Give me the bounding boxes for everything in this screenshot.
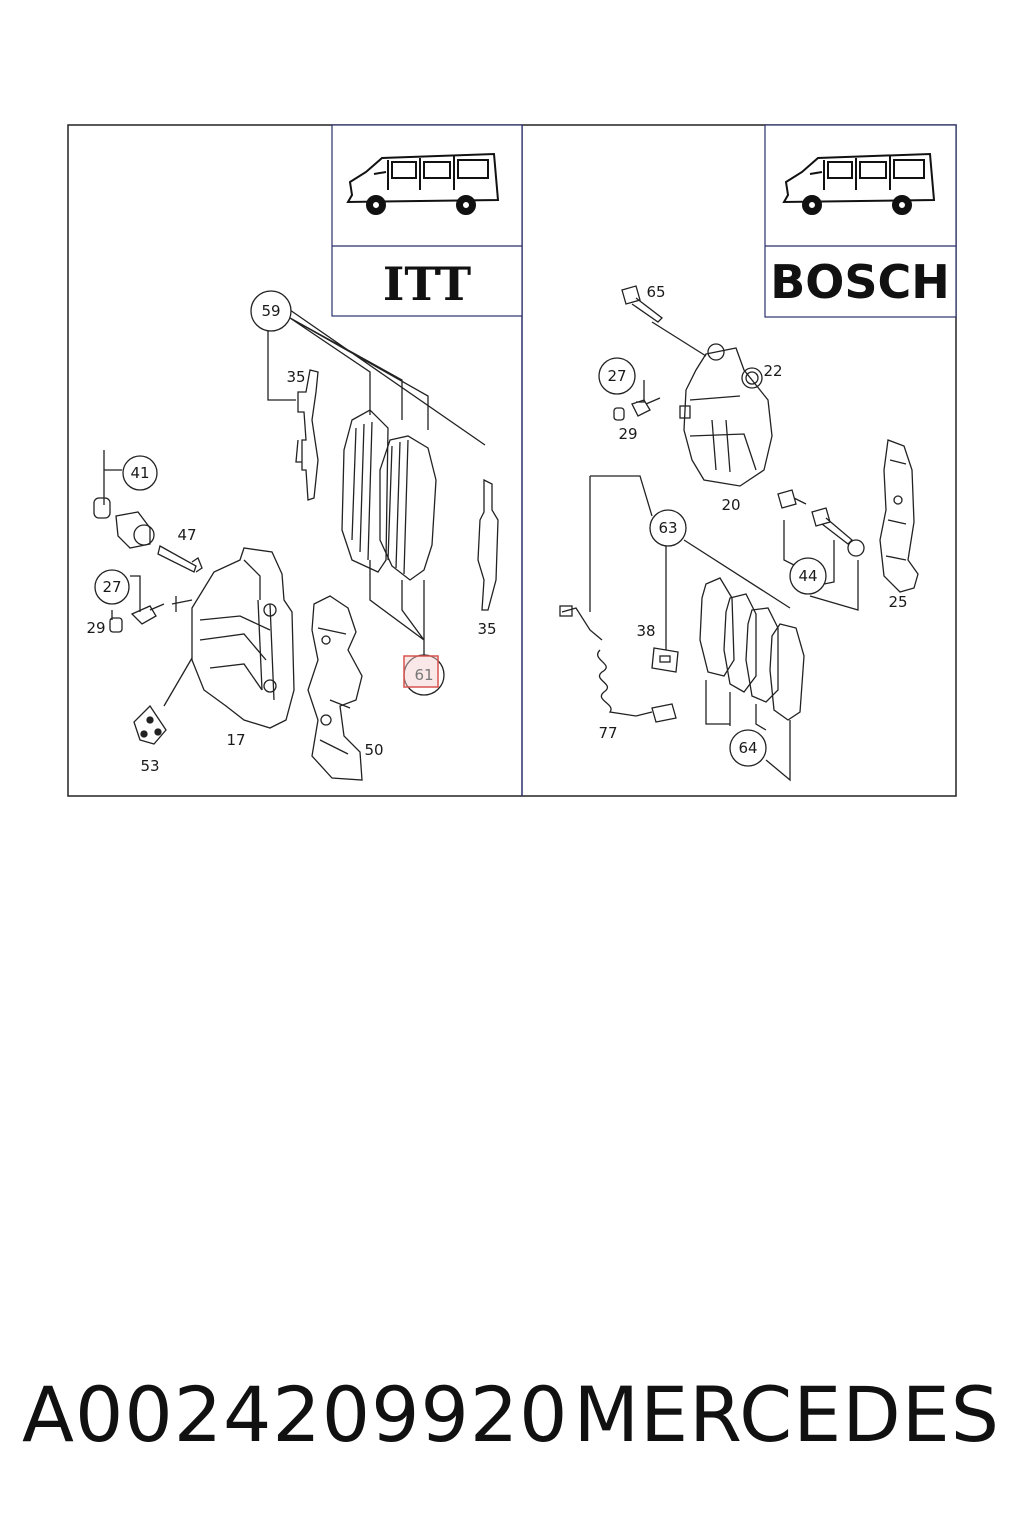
seal-ring bbox=[741, 367, 763, 389]
callout-35-right: 35 bbox=[477, 620, 496, 638]
svg-text:27: 27 bbox=[102, 578, 121, 596]
callout-20: 20 bbox=[721, 496, 740, 514]
bleeder-screw bbox=[130, 603, 165, 625]
svg-text:41: 41 bbox=[130, 464, 149, 482]
brake-pad-bosch-1 bbox=[699, 577, 735, 677]
leader-61 bbox=[369, 560, 425, 656]
bleeder-screw-bosch bbox=[631, 397, 661, 417]
retaining-spring-left bbox=[297, 369, 319, 501]
manufacturer-name: MERCEDES bbox=[573, 1370, 1000, 1459]
retaining-spring-right bbox=[477, 478, 499, 611]
svg-text:53: 53 bbox=[140, 757, 159, 775]
bleeder-cap-bosch bbox=[613, 407, 625, 421]
callout-29-right: 29 bbox=[618, 425, 637, 443]
callout-63: 63 bbox=[649, 509, 687, 547]
bosch-parts bbox=[559, 285, 919, 782]
callout-53: 53 bbox=[140, 757, 159, 775]
callout-61-highlight bbox=[403, 655, 439, 688]
callout-29-left: 29 bbox=[86, 619, 105, 637]
svg-text:27: 27 bbox=[607, 367, 626, 385]
brake-pad-bosch-3 bbox=[745, 607, 779, 703]
leader-59 bbox=[267, 309, 486, 446]
callout-27-left: 27 bbox=[94, 569, 130, 605]
guide-pin bbox=[157, 545, 203, 573]
callout-59: 59 bbox=[250, 290, 292, 332]
callout-27-right: 27 bbox=[598, 357, 636, 395]
callout-77: 77 bbox=[598, 724, 617, 742]
bleeder-cap bbox=[109, 617, 123, 633]
brake-pad-inner bbox=[379, 435, 437, 581]
bushing-sleeve bbox=[115, 511, 151, 549]
wear-sensor bbox=[561, 607, 653, 717]
callout-41: 41 bbox=[122, 455, 158, 491]
brake-pad-bosch-2 bbox=[723, 593, 757, 693]
callout-50: 50 bbox=[364, 741, 383, 759]
svg-text:61: 61 bbox=[414, 666, 433, 684]
callout-64: 64 bbox=[729, 729, 767, 767]
bushing-small bbox=[93, 497, 111, 519]
svg-text:64: 64 bbox=[738, 739, 757, 757]
itt-brand-label: ITT bbox=[383, 257, 471, 311]
brake-pad-outer bbox=[341, 409, 389, 573]
callout-44: 44 bbox=[789, 557, 827, 595]
caliper-carrier bbox=[307, 595, 363, 781]
callout-17: 17 bbox=[226, 731, 245, 749]
guide-bolt-right bbox=[811, 507, 853, 545]
bolt-65 bbox=[621, 285, 663, 323]
callout-47: 47 bbox=[177, 526, 196, 544]
callout-35-left: 35 bbox=[286, 368, 305, 386]
svg-text:59: 59 bbox=[261, 302, 280, 320]
triangle-tool bbox=[133, 704, 167, 745]
callout-25: 25 bbox=[888, 593, 907, 611]
callout-38: 38 bbox=[636, 622, 655, 640]
callout-labels: 59 41 27 53 61 27 63 44 bbox=[86, 283, 907, 775]
van-icon bbox=[782, 152, 936, 215]
svg-text:63: 63 bbox=[658, 519, 677, 537]
caliper-housing-bosch bbox=[683, 347, 773, 487]
brake-pad-bosch-4 bbox=[769, 623, 805, 721]
bosch-brand-label: BOSCH bbox=[770, 255, 950, 309]
callout-22: 22 bbox=[763, 362, 782, 380]
callout-61[interactable]: 61 bbox=[403, 654, 445, 696]
bosch-inset: BOSCH bbox=[764, 124, 957, 318]
itt-inset: ITT bbox=[331, 124, 523, 317]
anti-rattle-clip bbox=[651, 647, 679, 673]
guide-bolt-left bbox=[777, 489, 807, 509]
itt-parts bbox=[93, 309, 499, 781]
callout-65: 65 bbox=[646, 283, 665, 301]
caliper-housing bbox=[191, 547, 295, 729]
caliper-carrier-bosch bbox=[879, 439, 919, 593]
part-number: A0024209920 bbox=[22, 1370, 569, 1459]
van-icon bbox=[346, 152, 500, 215]
brake-caliper-diagram: ITT BOSCH bbox=[67, 124, 957, 797]
svg-text:44: 44 bbox=[798, 567, 817, 585]
